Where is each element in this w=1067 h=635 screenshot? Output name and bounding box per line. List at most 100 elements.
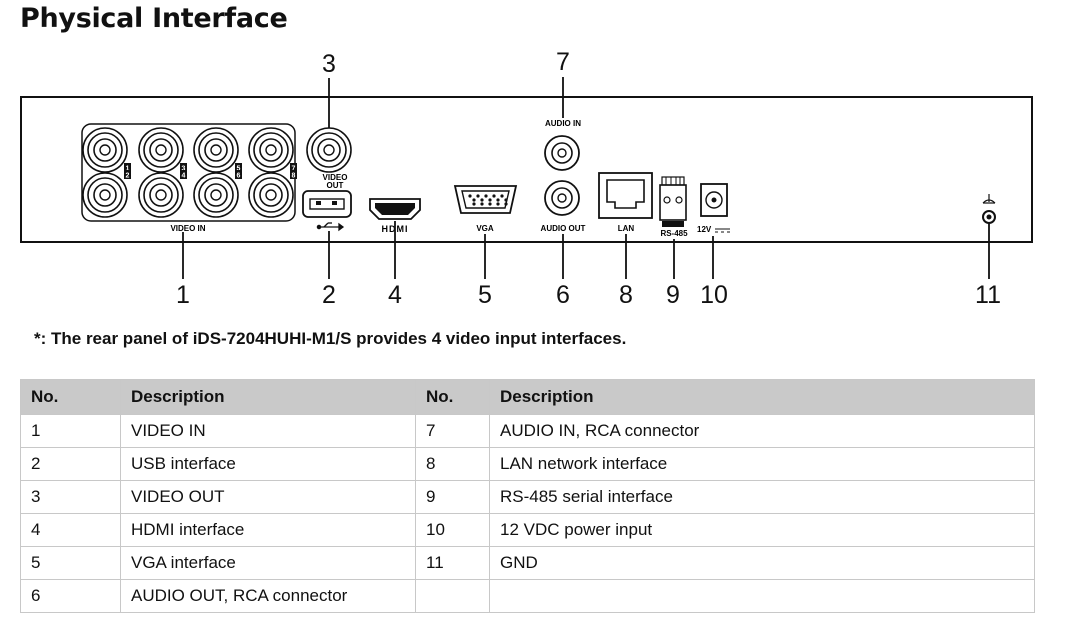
- channel-number: 6: [237, 173, 241, 180]
- audio-in-rca-icon: [544, 135, 580, 171]
- rs485-label: RS-485: [660, 229, 688, 238]
- table-cell: LAN network interface: [489, 447, 1035, 481]
- footnote: *: The rear panel of iDS-7204HUHI-M1/S p…: [34, 329, 627, 348]
- bnc-connectors: [82, 127, 294, 218]
- page-title: Physical Interface: [20, 3, 288, 34]
- video-out-bnc-icon: [306, 127, 352, 173]
- callout-7: 7: [556, 48, 570, 76]
- table-cell: 1: [20, 414, 121, 448]
- header-description-1: Description: [120, 379, 416, 415]
- channel-tag: [180, 170, 187, 179]
- lan-port-icon: [598, 172, 653, 219]
- table-cell: USB interface: [120, 447, 416, 481]
- header-no-1: No.: [20, 379, 121, 415]
- bnc-connector-icon: [82, 127, 128, 173]
- video-out-label-1: VIDEO: [323, 173, 348, 182]
- channel-number: 4: [182, 173, 186, 180]
- usb-symbol-icon: [316, 222, 345, 232]
- table-cell: VGA interface: [120, 546, 416, 580]
- bnc-connector-icon: [193, 127, 239, 173]
- callout-2: 2: [322, 281, 336, 309]
- callout-numbers: 1 2 3 4 5 6 7 8 9 10 11: [176, 48, 1001, 309]
- channel-tag: [235, 170, 242, 179]
- table-cell: 8: [415, 447, 490, 481]
- table-cell: 4: [20, 513, 121, 547]
- callout-10: 10: [700, 281, 728, 309]
- vga-pin: [480, 198, 484, 202]
- table-cell: GND: [489, 546, 1035, 580]
- channel-tag: [124, 163, 131, 172]
- channel-tag: [124, 170, 131, 179]
- channel-tag: [180, 163, 187, 172]
- power-jack-icon: [700, 183, 728, 217]
- channel-number: 7: [292, 166, 296, 173]
- table-cell: 12 VDC power input: [489, 513, 1035, 547]
- audio-in-label: AUDIO IN: [545, 119, 581, 128]
- video-out-label-2: OUT: [327, 181, 344, 190]
- table-cell: 10: [415, 513, 490, 547]
- callout-5: 5: [478, 281, 492, 309]
- bnc-connector-icon: [248, 172, 294, 218]
- vga-label: VGA: [476, 224, 494, 233]
- vga-pin: [496, 198, 500, 202]
- vga-pin: [496, 202, 500, 206]
- callout-1: 1: [176, 281, 190, 309]
- bnc-connector-icon: [138, 172, 184, 218]
- vga-pin: [468, 194, 472, 198]
- ground-icon: [982, 194, 996, 204]
- callout-4: 4: [388, 281, 402, 309]
- callout-6: 6: [556, 281, 570, 309]
- table-cell: 11: [415, 546, 490, 580]
- header-no-2: No.: [415, 379, 490, 415]
- vga-pin: [504, 202, 508, 206]
- vga-pin: [476, 194, 480, 198]
- channel-number: 1: [126, 166, 130, 173]
- vga-port-icon: [453, 185, 518, 214]
- power-label: 12V: [697, 225, 712, 234]
- video-in-group: [81, 123, 296, 222]
- table-cell: 9: [415, 480, 490, 514]
- table-header-row: No. Description No. Description: [20, 379, 1035, 415]
- table-cell: VIDEO OUT: [120, 480, 416, 514]
- bnc-connector-icon: [193, 172, 239, 218]
- callout-9: 9: [666, 281, 680, 309]
- bnc-connector-icon: [82, 172, 128, 218]
- table-cell: RS-485 serial interface: [489, 480, 1035, 514]
- channel-number: 8: [292, 173, 296, 180]
- table-cell: 5: [20, 546, 121, 580]
- callout-8: 8: [619, 281, 633, 309]
- dc-symbol-icon: [715, 228, 730, 233]
- vga-pin: [484, 194, 488, 198]
- table-cell: [415, 579, 490, 613]
- channel-tag: [290, 163, 297, 172]
- channel-tag: [235, 163, 242, 172]
- vga-pin: [480, 202, 484, 206]
- table-cell: 7: [415, 414, 490, 448]
- audio-out-label: AUDIO OUT: [541, 224, 586, 233]
- table-cell: 3: [20, 480, 121, 514]
- table-cell: 6: [20, 579, 121, 613]
- vga-pin: [488, 202, 492, 206]
- table-cell: VIDEO IN: [120, 414, 416, 448]
- channel-number: 5: [237, 166, 241, 173]
- table-cell: AUDIO OUT, RCA connector: [120, 579, 416, 613]
- callout-11: 11: [975, 281, 1001, 309]
- channel-number: 2: [126, 173, 130, 180]
- header-description-2: Description: [489, 379, 1035, 415]
- vga-pin: [492, 194, 496, 198]
- bnc-connector-icon: [138, 127, 184, 173]
- vga-pin: [504, 198, 508, 202]
- table-cell: HDMI interface: [120, 513, 416, 547]
- callout-lines: [182, 77, 990, 279]
- vga-pin: [488, 198, 492, 202]
- chassis-outline: [20, 96, 1033, 243]
- vga-pin: [472, 198, 476, 202]
